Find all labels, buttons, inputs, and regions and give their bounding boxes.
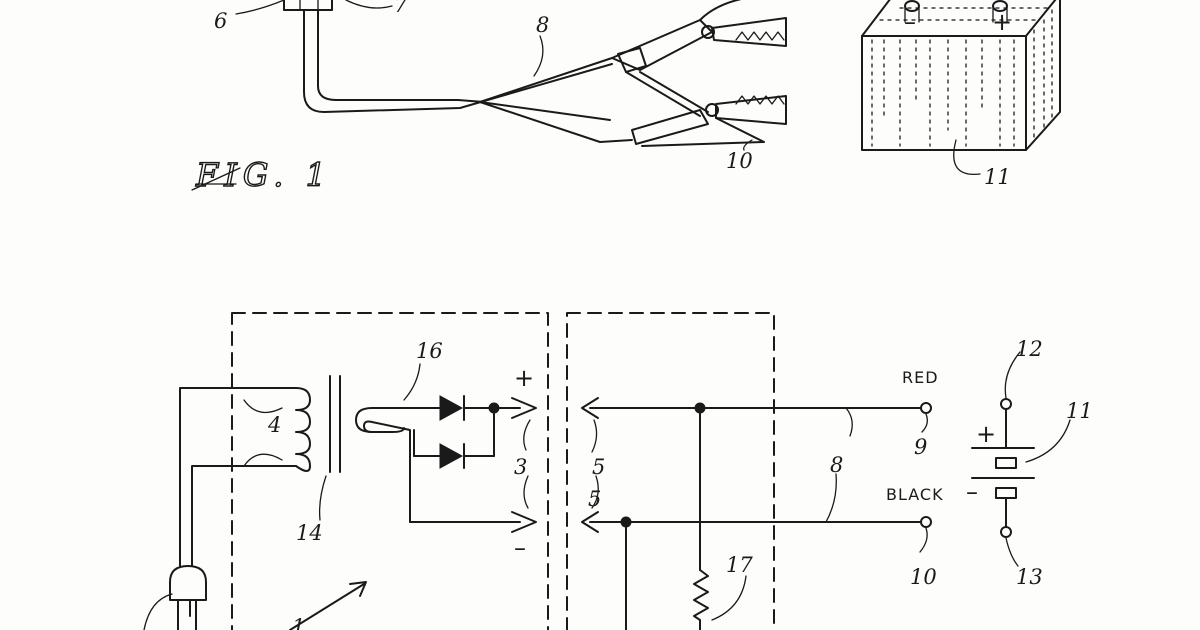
battery-drawing [861,0,1061,175]
clamp-upper-pivot [701,25,715,39]
connector-5-positive [581,397,599,419]
label-black: BLACK [886,485,944,504]
clamp-upper-jaw [711,17,787,47]
polarity-minus: – [514,534,526,562]
ref-9: 9 [914,435,927,459]
terminal-10-black [920,516,932,528]
ref-3: 3 [514,455,527,479]
clamp-upper-handle [611,19,713,71]
battery-cell-upper [995,457,1017,469]
battery-top-side [861,0,1061,151]
ref-8-top: 8 [536,13,549,37]
ref-17: 17 [726,553,753,577]
ref-12: 12 [1016,337,1043,361]
battery-cell-lower [995,487,1017,499]
arrow-1 [289,583,365,630]
battery-symbol-minus: – [966,478,978,506]
connector-block [283,0,333,11]
cable-junction-box [566,312,775,630]
ac-cord-line-1 [179,387,297,567]
ref-16: 16 [416,339,443,363]
secondary-winding [355,407,407,433]
ref-8-bottom: 8 [830,453,843,477]
ref-13: 13 [1016,565,1043,589]
ref-10-bottom: 10 [910,565,937,589]
ref-5-lower: 5 [588,487,601,511]
battery-minus-mark: – [904,8,916,36]
plug-body [169,565,207,601]
battery-symbol [971,351,1071,567]
diode-lower [439,443,464,469]
ref-5-upper: 5 [592,455,605,479]
rectifier-junction-dot [488,402,500,414]
figure-caption: FIG. 1 [195,156,332,194]
cable-upper-strand [303,9,613,113]
battery-plus-mark: + [992,8,1012,36]
primary-winding [295,387,311,472]
clamp-lower-jaw [715,95,787,125]
label-red: RED [902,368,939,387]
terminal-13 [1000,526,1012,538]
ac-cord-line-2 [191,465,297,567]
resistor-17 [693,569,709,630]
ac-plug [143,387,297,630]
fig1-cable-assembly [235,0,787,151]
rectifier [403,363,521,469]
connector-3-positive [511,397,537,419]
ref-11-bottom: 11 [1066,399,1093,423]
terminal-12 [1000,398,1012,410]
battery-front-face [861,35,1027,151]
terminal-9-red [920,402,932,414]
connector-3-negative [511,511,537,533]
transformer [295,375,411,523]
ref-1: 1 [292,615,305,630]
clamp-lower-pivot [705,103,719,117]
ref-10-top: 10 [726,149,753,173]
battery-symbol-plus: + [976,420,996,448]
connector-5-negative [581,511,599,533]
charger-enclosure-box [231,312,549,630]
clamp-lower-sleeve [631,109,709,145]
ref-6: 6 [214,9,227,33]
cable-lower-strand [317,9,485,103]
ref-4: 4 [267,413,281,437]
ref-14: 14 [296,521,323,545]
diode-upper [439,395,464,421]
polarity-plus: + [514,364,534,392]
ref-7: 7 [394,0,408,17]
ref-11-top: 11 [984,165,1011,189]
